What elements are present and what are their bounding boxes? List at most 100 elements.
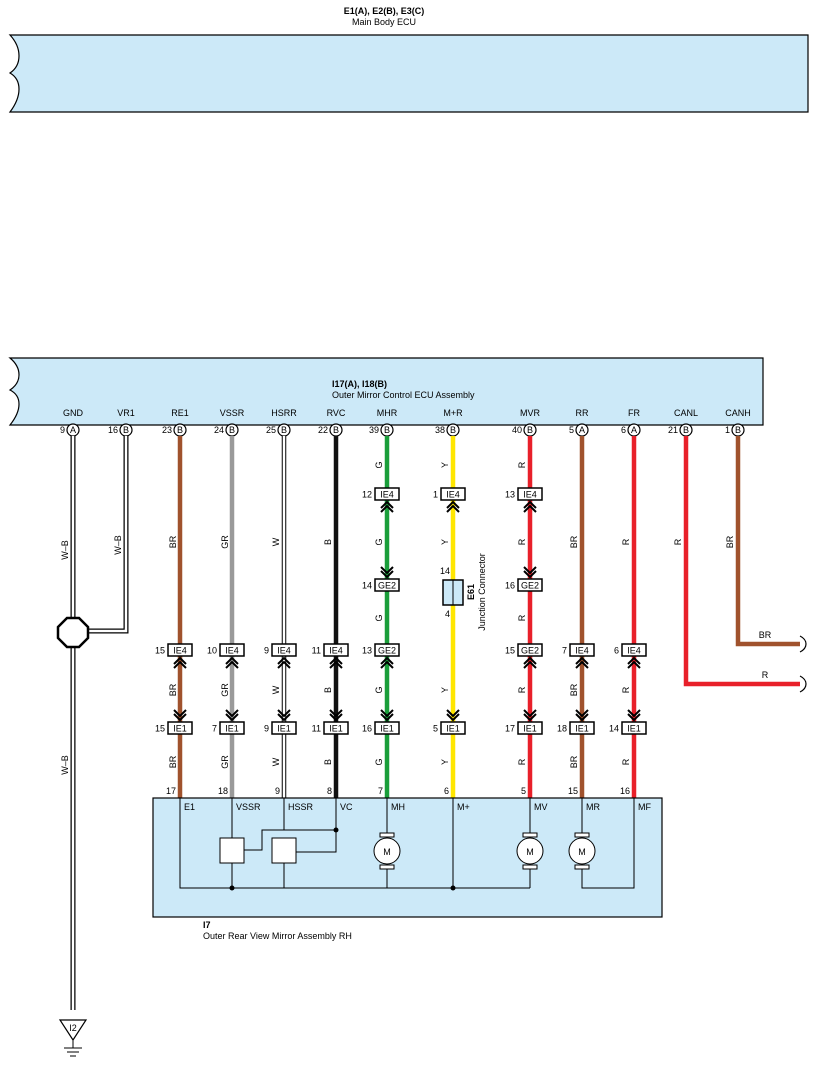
svg-text:5: 5: [433, 724, 438, 734]
ecu-pin-conn-0: A: [70, 425, 76, 435]
svg-text:GR: GR: [220, 755, 230, 769]
wire-color-labels: W–B W–B W–B BR BR BR GR GR GR W W W B B …: [60, 461, 772, 775]
ecu-pin-label-1: VR1: [117, 408, 135, 418]
assembly-pin-label-8: MF: [638, 802, 651, 812]
svg-text:IE1: IE1: [329, 724, 343, 734]
svg-text:IE4: IE4: [575, 646, 589, 656]
ecu-pin-conn-4: B: [281, 425, 287, 435]
svg-text:Y: Y: [440, 687, 450, 693]
ecu-pin-label-3: VSSR: [220, 408, 245, 418]
wire-label-rvc: B: [323, 539, 333, 545]
svg-text:B: B: [323, 759, 333, 765]
can-out-br-label: BR: [759, 630, 772, 640]
svg-text:18: 18: [557, 724, 567, 734]
ecu-pin-number-4: 25: [266, 425, 276, 435]
svg-text:10: 10: [207, 646, 217, 656]
ecu-pin-label-8: MVR: [520, 408, 541, 418]
ecu-pin-number-2: 23: [162, 425, 172, 435]
svg-text:IE4: IE4: [173, 646, 187, 656]
ecu-pin-conn-3: B: [229, 425, 235, 435]
assembly-pin-label-6: MV: [534, 802, 548, 812]
svg-text:G: G: [374, 758, 384, 765]
svg-text:IE1: IE1: [523, 724, 537, 734]
svg-text:IE4: IE4: [523, 490, 537, 500]
ecu-pin-conn-5: B: [333, 425, 339, 435]
svg-text:IE4: IE4: [380, 490, 394, 500]
ecu-pin-label-12: CANH: [725, 408, 751, 418]
svg-text:R: R: [517, 686, 527, 693]
assembly-pin-label-5: M+: [457, 802, 470, 812]
ecu-pin-label-0: GND: [63, 408, 84, 418]
svg-text:BR: BR: [569, 755, 579, 768]
wire-label-gnd: W–B: [60, 540, 70, 560]
ecu-pin-label-6: MHR: [377, 408, 398, 418]
ecu-pin-conn-12: B: [735, 425, 741, 435]
wire-label-rr: BR: [569, 535, 579, 548]
ecu-pin-conn-10: A: [631, 425, 637, 435]
connector-ie1-2: IE1 9: [264, 709, 297, 735]
ecu-pin-number-9: 5: [569, 425, 574, 435]
assembly-pin-label-2: HSSR: [288, 802, 314, 812]
svg-text:GE2: GE2: [378, 646, 396, 656]
svg-text:15: 15: [155, 646, 165, 656]
mirror-ecu-connector-ids: I17(A), I18(B): [332, 379, 387, 389]
ecu-pin-number-11: 21: [668, 425, 678, 435]
ecu-pin-number-5: 22: [318, 425, 328, 435]
svg-text:9: 9: [264, 724, 269, 734]
ecu-pin-conn-2: B: [177, 425, 183, 435]
ecu-pin-number-10: 6: [621, 425, 626, 435]
wire-label-gnd-lower: W–B: [60, 755, 70, 775]
svg-text:GE2: GE2: [521, 646, 539, 656]
wire-label-hsrr: W: [271, 537, 281, 546]
ecu-pin-conn-9: A: [579, 425, 585, 435]
ecu-pin-number-6: 39: [369, 425, 379, 435]
assembly-pin-label-3: VC: [340, 802, 353, 812]
svg-text:11: 11: [312, 646, 321, 656]
svg-text:GR: GR: [220, 683, 230, 697]
svg-text:GE2: GE2: [378, 581, 396, 591]
ecu-pin-number-0: 9: [60, 425, 65, 435]
ecu-pin-label-2: RE1: [171, 408, 189, 418]
ecu-pin-conn-8: B: [527, 425, 533, 435]
assembly-pin-label-0: E1: [184, 802, 195, 812]
svg-text:R: R: [621, 686, 631, 693]
svg-text:13: 13: [505, 490, 515, 500]
svg-text:12: 12: [362, 490, 372, 500]
svg-text:7: 7: [212, 724, 217, 734]
ecu-pin-number-12: 1: [725, 425, 730, 435]
svg-text:Y: Y: [440, 539, 450, 545]
svg-text:IE4: IE4: [627, 646, 641, 656]
svg-text:Y: Y: [440, 759, 450, 765]
relay-link: [244, 829, 284, 851]
assembly-pin-number-1: 18: [218, 786, 228, 796]
svg-text:16: 16: [362, 724, 372, 734]
svg-text:W: W: [271, 757, 281, 766]
circuit-junction-dots: [229, 827, 456, 891]
ground-icon: I2: [58, 1019, 88, 1057]
junction-pin-top: 14: [440, 566, 450, 576]
svg-text:IE1: IE1: [277, 724, 291, 734]
svg-text:IE1: IE1: [627, 724, 641, 734]
wire-label-vssr: GR: [220, 535, 230, 549]
mirror-assembly-id: I7: [203, 920, 211, 930]
ecu-pin-conn-11: B: [683, 425, 689, 435]
assembly-pin-number-6: 5: [521, 786, 526, 796]
assembly-pin-number-2: 9: [275, 786, 280, 796]
main-ecu-connector-ids: E1(A), E2(B), E3(C): [344, 6, 425, 16]
assembly-pin-number-3: 8: [327, 786, 332, 796]
